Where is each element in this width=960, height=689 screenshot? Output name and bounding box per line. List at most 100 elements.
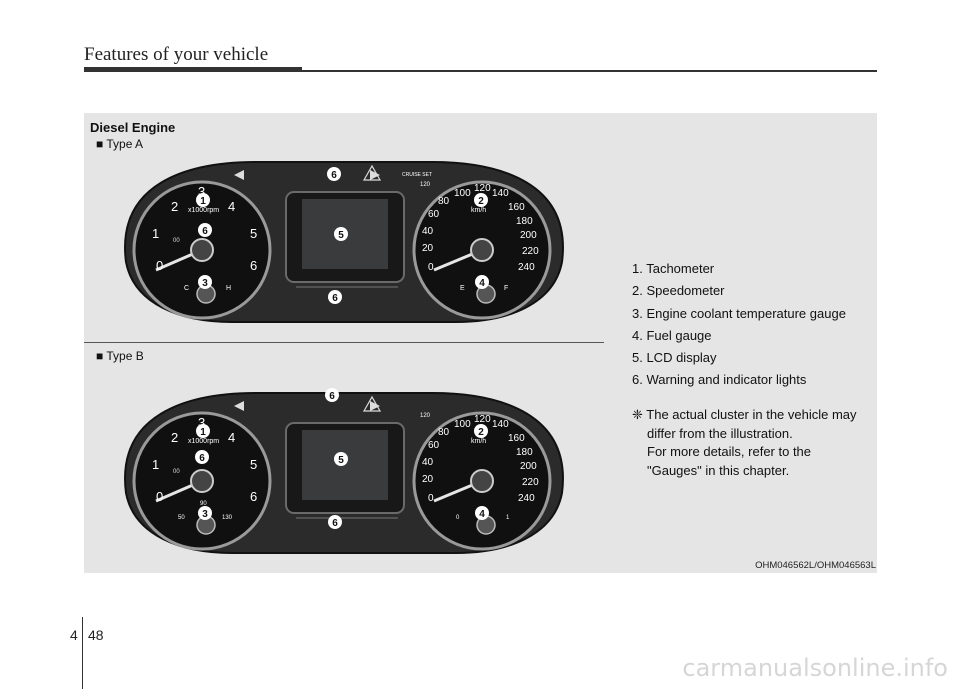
tach-tick-4: 4 <box>228 430 235 445</box>
page-number: 48 <box>88 627 104 643</box>
tach-sub: 00 <box>173 238 180 244</box>
type-a-label: ■ Type A <box>96 137 144 151</box>
speed-tick-100: 100 <box>454 419 471 430</box>
legend-item: 6. Warning and indicator lights <box>632 372 807 388</box>
tach-tick-6: 6 <box>250 489 257 504</box>
tach-tick-4: 4 <box>228 199 235 214</box>
tach-tick-2: 2 <box>171 430 178 445</box>
tach-tick-3: 3 <box>198 415 205 430</box>
component-legend: 1. Tachometer 2. Speedometer 3. Engine c… <box>632 258 877 392</box>
callout-6-left: 6 <box>202 226 208 237</box>
header-rule <box>84 70 877 72</box>
page-header-title: Features of your vehicle <box>84 44 269 65</box>
small-speed-label: 120 <box>420 182 431 188</box>
tach-sub: 00 <box>173 469 180 475</box>
speed-unit: km/h <box>471 207 486 214</box>
callout-6-bottom: 6 <box>332 293 338 304</box>
temp-high-label: H <box>226 285 231 292</box>
legend-item: 3. Engine coolant temperature gauge <box>632 305 846 321</box>
speed-tick-220: 220 <box>522 477 539 488</box>
chapter-number: 4 <box>70 627 78 643</box>
note-line: differ from the illustration. <box>647 425 793 441</box>
temp-low-label: 50 <box>178 515 185 521</box>
tach-unit: x1000rpm <box>188 438 219 445</box>
speed-tick-80: 80 <box>438 196 450 207</box>
speed-tick-60: 60 <box>428 209 440 220</box>
callout-3: 3 <box>202 278 208 289</box>
legend-item: 1. Tachometer <box>632 261 715 276</box>
speed-tick-200: 200 <box>520 461 537 472</box>
watermark: carmanualsonline.info <box>682 654 948 682</box>
type-b-label: ■ Type B <box>96 349 144 363</box>
callout-5: 5 <box>338 230 344 241</box>
tach-unit: x1000rpm <box>188 207 219 214</box>
speed-tick-200: 200 <box>520 230 537 241</box>
callout-6-bottom: 6 <box>332 518 338 529</box>
callout-1: 1 <box>200 196 206 207</box>
cluster-type-b: 0 1 2 3 4 5 6 x1000rpm 00 50 90 130 0 20… <box>116 385 572 555</box>
callout-1: 1 <box>200 427 206 438</box>
speed-tick-240: 240 <box>518 493 535 504</box>
turn-left-icon <box>234 401 244 411</box>
figure-code: OHM046562L/OHM046563L <box>755 560 876 571</box>
tach-tick-3: 3 <box>198 184 205 199</box>
cluster-type-a: 0 1 2 3 4 5 6 x1000rpm 00 C H 0 20 40 60… <box>116 154 572 324</box>
speed-tick-120: 120 <box>474 414 491 425</box>
speed-tick-180: 180 <box>516 447 533 458</box>
lcd-display <box>302 430 388 500</box>
speed-tick-140: 140 <box>492 188 509 199</box>
illustration-note: ❈ The actual cluster in the vehicle may … <box>632 406 882 480</box>
temp-low-label: C <box>184 285 189 292</box>
speed-tick-80: 80 <box>438 427 450 438</box>
tach-tick-0: 0 <box>156 258 163 273</box>
speed-tick-0: 0 <box>428 493 434 504</box>
callout-2: 2 <box>478 427 484 438</box>
temp-mid-label: 90 <box>200 501 207 507</box>
callout-3: 3 <box>202 509 208 520</box>
header-rule-accent <box>84 67 302 72</box>
speed-tick-60: 60 <box>428 440 440 451</box>
legend-item: 4. Fuel gauge <box>632 327 712 343</box>
speed-tick-240: 240 <box>518 262 535 273</box>
speed-tick-160: 160 <box>508 433 525 444</box>
callout-2: 2 <box>478 196 484 207</box>
tach-tick-2: 2 <box>171 199 178 214</box>
speed-tick-160: 160 <box>508 202 525 213</box>
note-line: For more details, refer to the <box>647 444 812 459</box>
callout-6-top: 6 <box>329 391 335 402</box>
speed-tick-20: 20 <box>422 243 434 254</box>
note-line: ❈ The actual cluster in the vehicle may <box>632 407 857 422</box>
fuel-empty-label: E <box>460 285 465 292</box>
fuel-full-label: F <box>504 285 508 292</box>
tach-tick-5: 5 <box>250 457 257 472</box>
figure-divider <box>84 342 604 343</box>
speed-tick-20: 20 <box>422 474 434 485</box>
note-line: "Gauges" in this chapter. <box>647 462 790 478</box>
tach-tick-0: 0 <box>156 489 163 504</box>
callout-5: 5 <box>338 455 344 466</box>
tach-tick-5: 5 <box>250 226 257 241</box>
fuel-high-label: 1 <box>506 515 510 521</box>
hazard-warning-icon <box>362 164 382 181</box>
callout-4: 4 <box>479 509 485 520</box>
speed-tick-120: 120 <box>474 183 491 194</box>
legend-item: 2. Speedometer <box>632 283 725 299</box>
legend-item: 5. LCD display <box>632 350 717 366</box>
tach-tick-1: 1 <box>152 226 159 241</box>
engine-label: Diesel Engine <box>90 120 176 135</box>
callout-6-top: 6 <box>331 170 337 181</box>
cluster-type-a-illustration: 0 1 2 3 4 5 6 x1000rpm 00 C H 0 20 40 60… <box>124 161 564 323</box>
speed-tick-100: 100 <box>454 188 471 199</box>
turn-right-icon <box>370 170 380 180</box>
fuel-low-label: 0 <box>456 515 460 521</box>
speed-unit: km/h <box>471 438 486 445</box>
speed-tick-220: 220 <box>522 246 539 257</box>
turn-right-icon <box>370 401 380 411</box>
speed-tick-0: 0 <box>428 262 434 273</box>
tach-tick-1: 1 <box>152 457 159 472</box>
callout-4: 4 <box>479 278 485 289</box>
callout-6-left: 6 <box>199 453 205 464</box>
speed-tick-40: 40 <box>422 457 434 468</box>
speed-tick-140: 140 <box>492 419 509 430</box>
hazard-warning-icon <box>362 395 382 412</box>
